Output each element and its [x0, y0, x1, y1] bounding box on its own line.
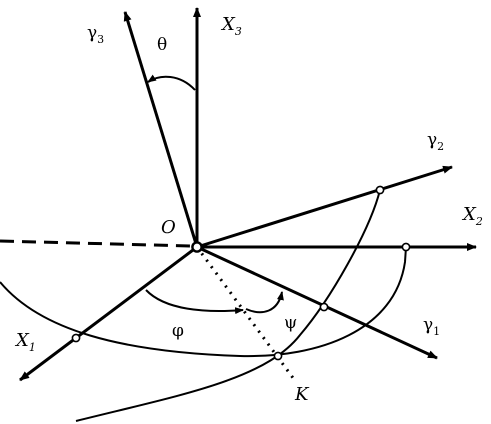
lower-arc-curve [0, 246, 407, 358]
label-x2: X2 [461, 204, 483, 228]
axis-gamma3 [123, 11, 199, 248]
node-gamma1-curve [319, 302, 329, 312]
axis-gamma2 [196, 165, 453, 249]
node-x1-curve [71, 333, 81, 343]
line-of-nodes-k [195, 246, 298, 383]
label-gamma3: γ3 [87, 23, 104, 46]
label-phi: φ [172, 321, 184, 341]
psi-arc [245, 291, 284, 314]
label-psi: ψ [284, 313, 297, 333]
label-theta: θ [157, 35, 167, 55]
right-arc-curve [75, 189, 381, 422]
axis-x1 [19, 245, 198, 382]
label-x1: X1 [14, 330, 36, 354]
label-gamma2: γ2 [427, 130, 444, 153]
label-gamma1: γ1 [423, 315, 440, 338]
label-origin: O [161, 217, 176, 238]
label-k: K [294, 384, 310, 405]
node-gamma2-curve [375, 185, 385, 195]
origin-point [191, 241, 203, 253]
theta-arc [147, 74, 196, 91]
negative-x2-dashed-line [0, 239, 191, 248]
phi-arc [145, 289, 244, 315]
axis-gamma1 [196, 245, 438, 360]
label-x3: X3 [220, 14, 242, 38]
node-x2-curve [401, 242, 411, 252]
node-k-curve [273, 351, 283, 361]
